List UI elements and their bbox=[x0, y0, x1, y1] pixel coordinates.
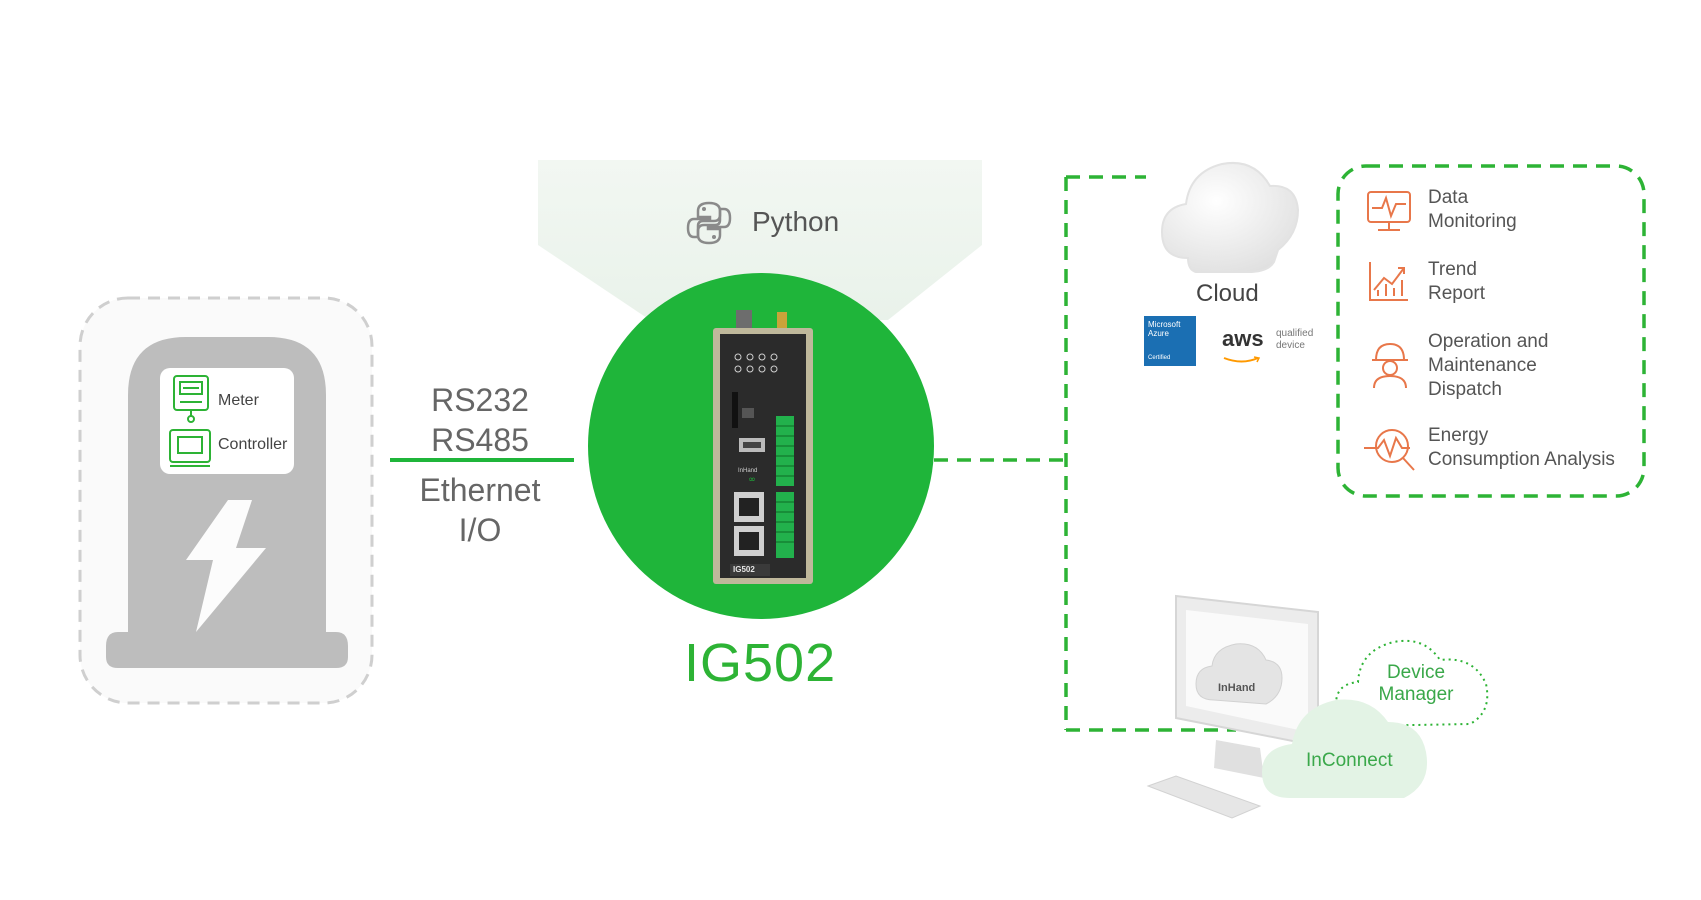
features-box bbox=[1336, 164, 1646, 498]
aws-qualified-line2: device bbox=[1276, 340, 1305, 351]
aws-smile-icon bbox=[1222, 352, 1262, 363]
feature-1-line1: Data bbox=[1428, 187, 1469, 208]
python-label: Python bbox=[752, 206, 840, 237]
monitor-waveform-icon bbox=[1367, 191, 1411, 231]
monitor-brand-label: InHand bbox=[1218, 682, 1256, 694]
python-beam bbox=[538, 160, 982, 320]
feature-2-line1: Trend bbox=[1428, 259, 1477, 280]
python-logo-icon bbox=[684, 198, 734, 248]
computer-monitor bbox=[1146, 594, 1319, 819]
ig502-device-image: ∞ bbox=[713, 310, 813, 584]
inconnect-cloud bbox=[1262, 699, 1428, 798]
aws-logo-text: aws bbox=[1222, 326, 1264, 351]
azure-certified-badge: Microsoft Azure Certified bbox=[1144, 316, 1196, 366]
device-panel-label: IG502 bbox=[733, 565, 755, 574]
energy-analysis-icon bbox=[1364, 429, 1415, 471]
device-title: IG502 bbox=[684, 633, 837, 693]
cloud-icon bbox=[1160, 162, 1300, 273]
device-manager-line1: Device bbox=[1386, 662, 1446, 683]
feature-4-line2: Consumption Analysis bbox=[1428, 449, 1615, 470]
feature-data-monitoring: Data Monitoring bbox=[1428, 186, 1668, 234]
feature-4-line1: Energy bbox=[1428, 425, 1489, 446]
feature-3-line3: Dispatch bbox=[1428, 379, 1502, 400]
interface-ethernet: Ethernet bbox=[419, 472, 541, 508]
meter-icon bbox=[173, 375, 209, 423]
trend-chart-icon bbox=[1369, 262, 1408, 301]
azure-badge-line2: Azure bbox=[1148, 329, 1169, 338]
svg-text:∞: ∞ bbox=[748, 475, 756, 485]
interface-rs485: RS485 bbox=[431, 422, 529, 458]
meter-label: Meter bbox=[218, 392, 259, 409]
inconnect-label: InConnect bbox=[1306, 750, 1393, 771]
feature-trend-report: Trend Report bbox=[1428, 258, 1668, 306]
feature-3-line1: Operation and bbox=[1428, 331, 1549, 352]
feature-3-line2: Maintenance bbox=[1428, 355, 1537, 376]
cloud-label: Cloud bbox=[1196, 280, 1259, 307]
lightning-bolt-icon bbox=[186, 500, 266, 632]
azure-badge-line1: Microsoft bbox=[1148, 320, 1181, 329]
engineer-icon bbox=[1372, 342, 1408, 389]
controller-label: Controller bbox=[218, 436, 288, 453]
azure-badge-line3: Certified bbox=[1148, 355, 1171, 361]
feature-energy-analysis: Energy Consumption Analysis bbox=[1428, 424, 1668, 472]
interface-io: I/O bbox=[458, 512, 502, 548]
device-manager-label: Device Manager bbox=[1366, 662, 1466, 706]
aws-qualified-line1: qualified bbox=[1276, 328, 1314, 339]
interface-rs232: RS232 bbox=[431, 382, 529, 418]
feature-1-line2: Monitoring bbox=[1428, 211, 1517, 232]
feature-2-line2: Report bbox=[1428, 283, 1486, 304]
controller-icon bbox=[169, 429, 211, 467]
device-manager-line2: Manager bbox=[1378, 684, 1454, 705]
device-panel-brand: InHand bbox=[738, 468, 758, 474]
feature-operation-maintenance: Operation and Maintenance Dispatch bbox=[1428, 330, 1668, 402]
